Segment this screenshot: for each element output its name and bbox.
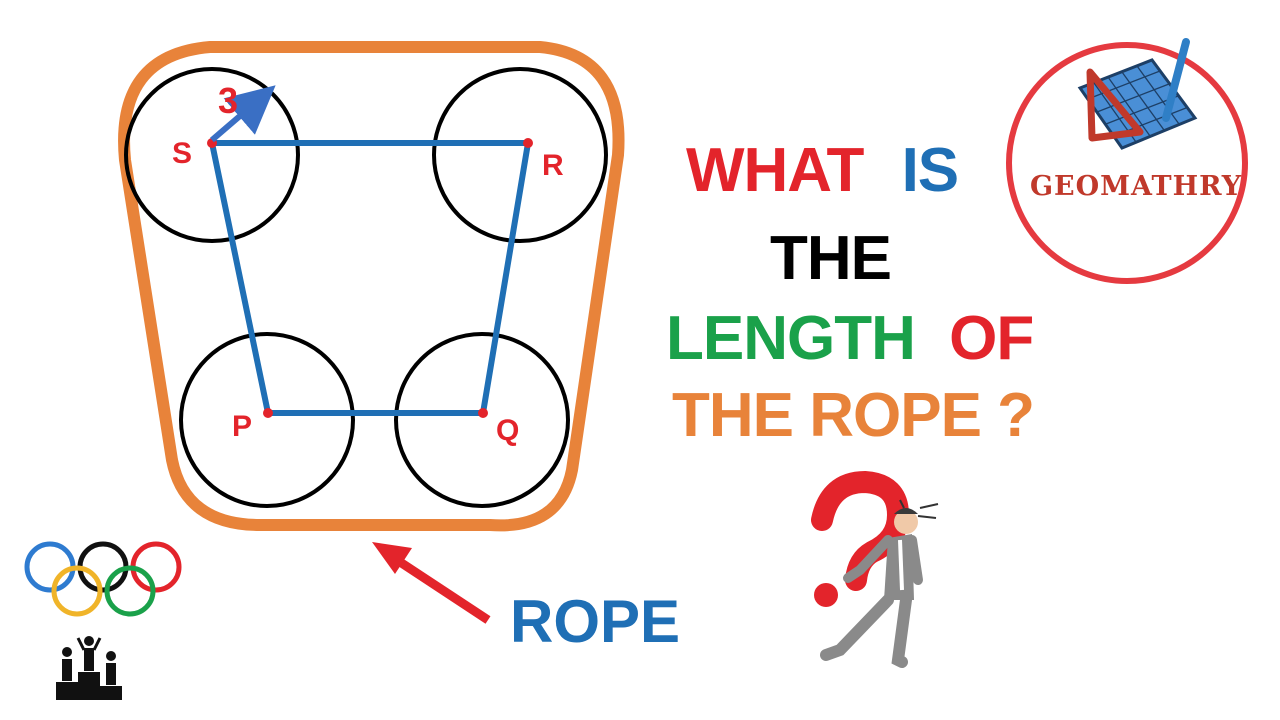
circle-s xyxy=(124,67,300,243)
question-line-4: THE ROPE ? xyxy=(672,381,1035,450)
question-word-of: OF xyxy=(949,304,1034,373)
grid-tablet-icon xyxy=(1077,58,1198,150)
center-dot-p xyxy=(263,408,273,418)
rope-pointer-arrow xyxy=(372,542,491,624)
radius-arrow xyxy=(210,85,276,143)
logo-text: GEOMATHRY xyxy=(1030,171,1242,202)
center-dot-q xyxy=(478,408,488,418)
label-p: P xyxy=(232,410,252,443)
label-r: R xyxy=(542,149,564,182)
geomathry-logo: GEOMATHRY xyxy=(1006,38,1248,284)
question-line-3: LENGTH OF xyxy=(666,308,1034,370)
question-word-length: LENGTH xyxy=(666,304,916,373)
pen-icon xyxy=(1162,38,1190,122)
olympic-rings-icon xyxy=(24,541,182,617)
podium-icon xyxy=(56,636,122,700)
question-word-is: IS xyxy=(901,136,960,205)
circle-p xyxy=(179,332,355,508)
circle-r xyxy=(432,67,608,243)
label-q: Q xyxy=(496,414,519,447)
confused-person-illustration xyxy=(811,470,939,668)
quadrilateral-spqr xyxy=(209,140,531,416)
radius-label: 3 xyxy=(218,80,238,121)
set-square-icon xyxy=(1086,68,1144,142)
rope-label: ROPE xyxy=(510,588,681,655)
circle-q xyxy=(394,332,570,508)
question-line-2: THE xyxy=(770,224,892,293)
label-s: S xyxy=(172,137,192,170)
rope-outline xyxy=(118,41,625,532)
question-word-what: WHAT xyxy=(686,136,864,205)
question-line-1: WHAT IS xyxy=(686,140,959,202)
center-dot-r xyxy=(523,138,533,148)
